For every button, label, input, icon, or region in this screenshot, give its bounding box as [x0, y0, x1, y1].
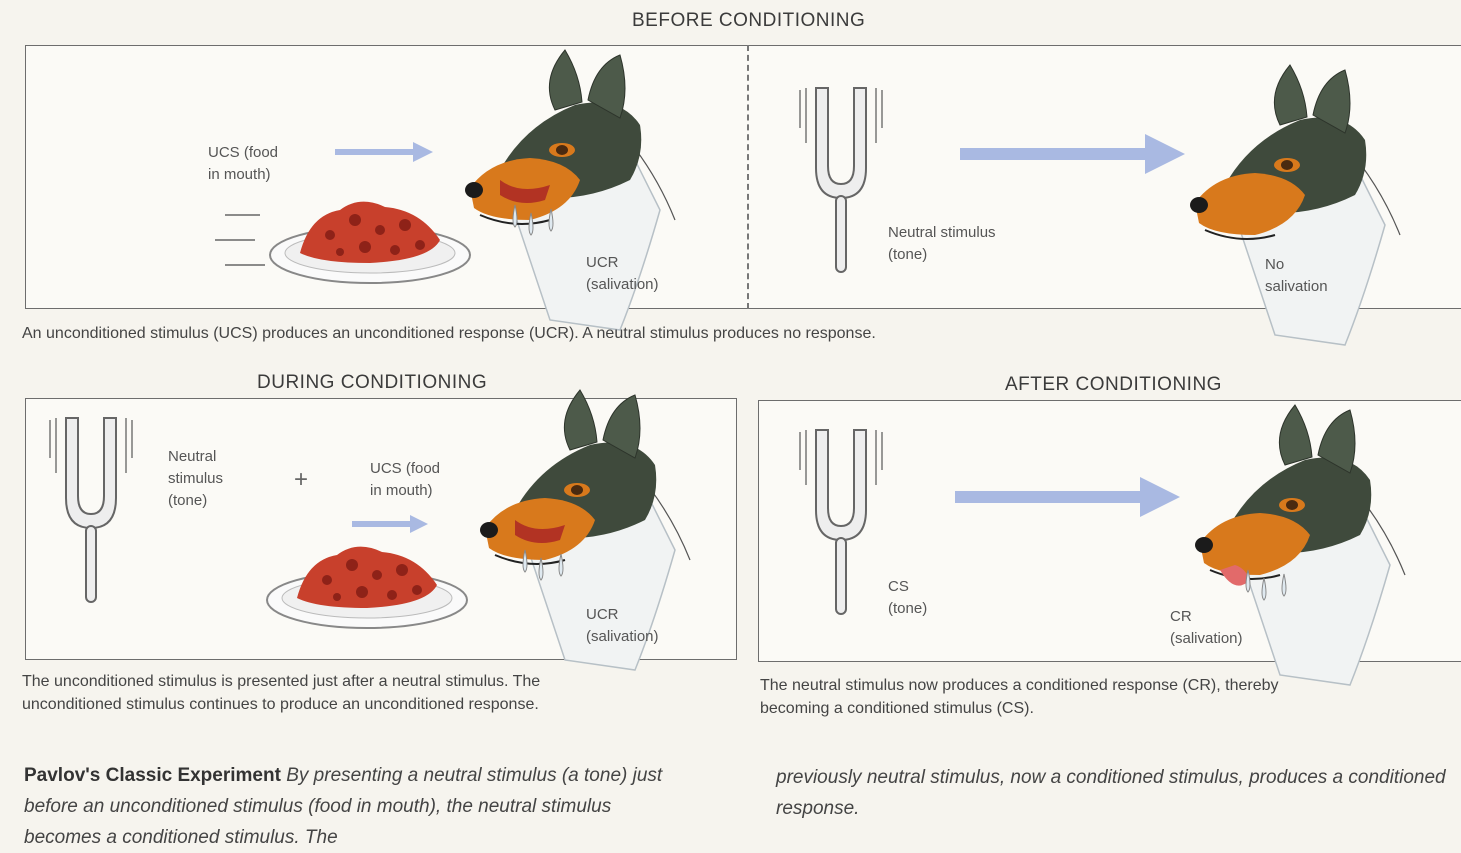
heading-before-conditioning: BEFORE CONDITIONING [632, 10, 865, 32]
arrow-icon [352, 513, 432, 535]
food-plate-icon [262, 545, 477, 640]
panel-divider [747, 45, 749, 309]
arrow-icon [960, 132, 1190, 176]
caption-during: The unconditioned stimulus is presented … [22, 670, 632, 716]
arrow-icon [335, 140, 435, 164]
label-ucs-food: UCS (food in mouth) [208, 142, 278, 186]
heading-after-conditioning: AFTER CONDITIONING [1005, 374, 1222, 396]
tuning-fork-icon [46, 418, 141, 613]
figure-legend-right: previously neutral stimulus, now a condi… [776, 762, 1456, 824]
plus-sign: + [294, 466, 308, 494]
label-neutral-stimulus: Neutral stimulus (tone) [888, 222, 996, 266]
label-cs-tone: CS (tone) [888, 576, 927, 620]
label-neutral-stimulus-tone: Neutral stimulus (tone) [168, 446, 223, 512]
caption-before: An unconditioned stimulus (UCS) produces… [22, 322, 876, 345]
heading-during-conditioning: DURING CONDITIONING [257, 372, 487, 394]
tuning-fork-icon [796, 430, 891, 625]
label-ucr-salivation-mid: UCR (salivation) [586, 604, 659, 648]
caption-after: The neutral stimulus now produces a cond… [760, 674, 1320, 720]
label-ucr-salivation: UCR (salivation) [586, 252, 659, 296]
tuning-fork-icon [796, 88, 891, 283]
label-no-salivation: No salivation [1265, 254, 1328, 298]
label-cr-salivation: CR (salivation) [1170, 606, 1243, 650]
figure-legend-left: Pavlov's Classic Experiment By presentin… [24, 760, 684, 853]
arrow-icon [955, 475, 1185, 519]
legend-text-right: previously neutral stimulus, now a condi… [776, 767, 1446, 819]
label-ucs-food-mid: UCS (food in mouth) [370, 458, 440, 502]
food-plate-icon [265, 195, 480, 290]
legend-title: Pavlov's Classic Experiment [24, 765, 281, 786]
